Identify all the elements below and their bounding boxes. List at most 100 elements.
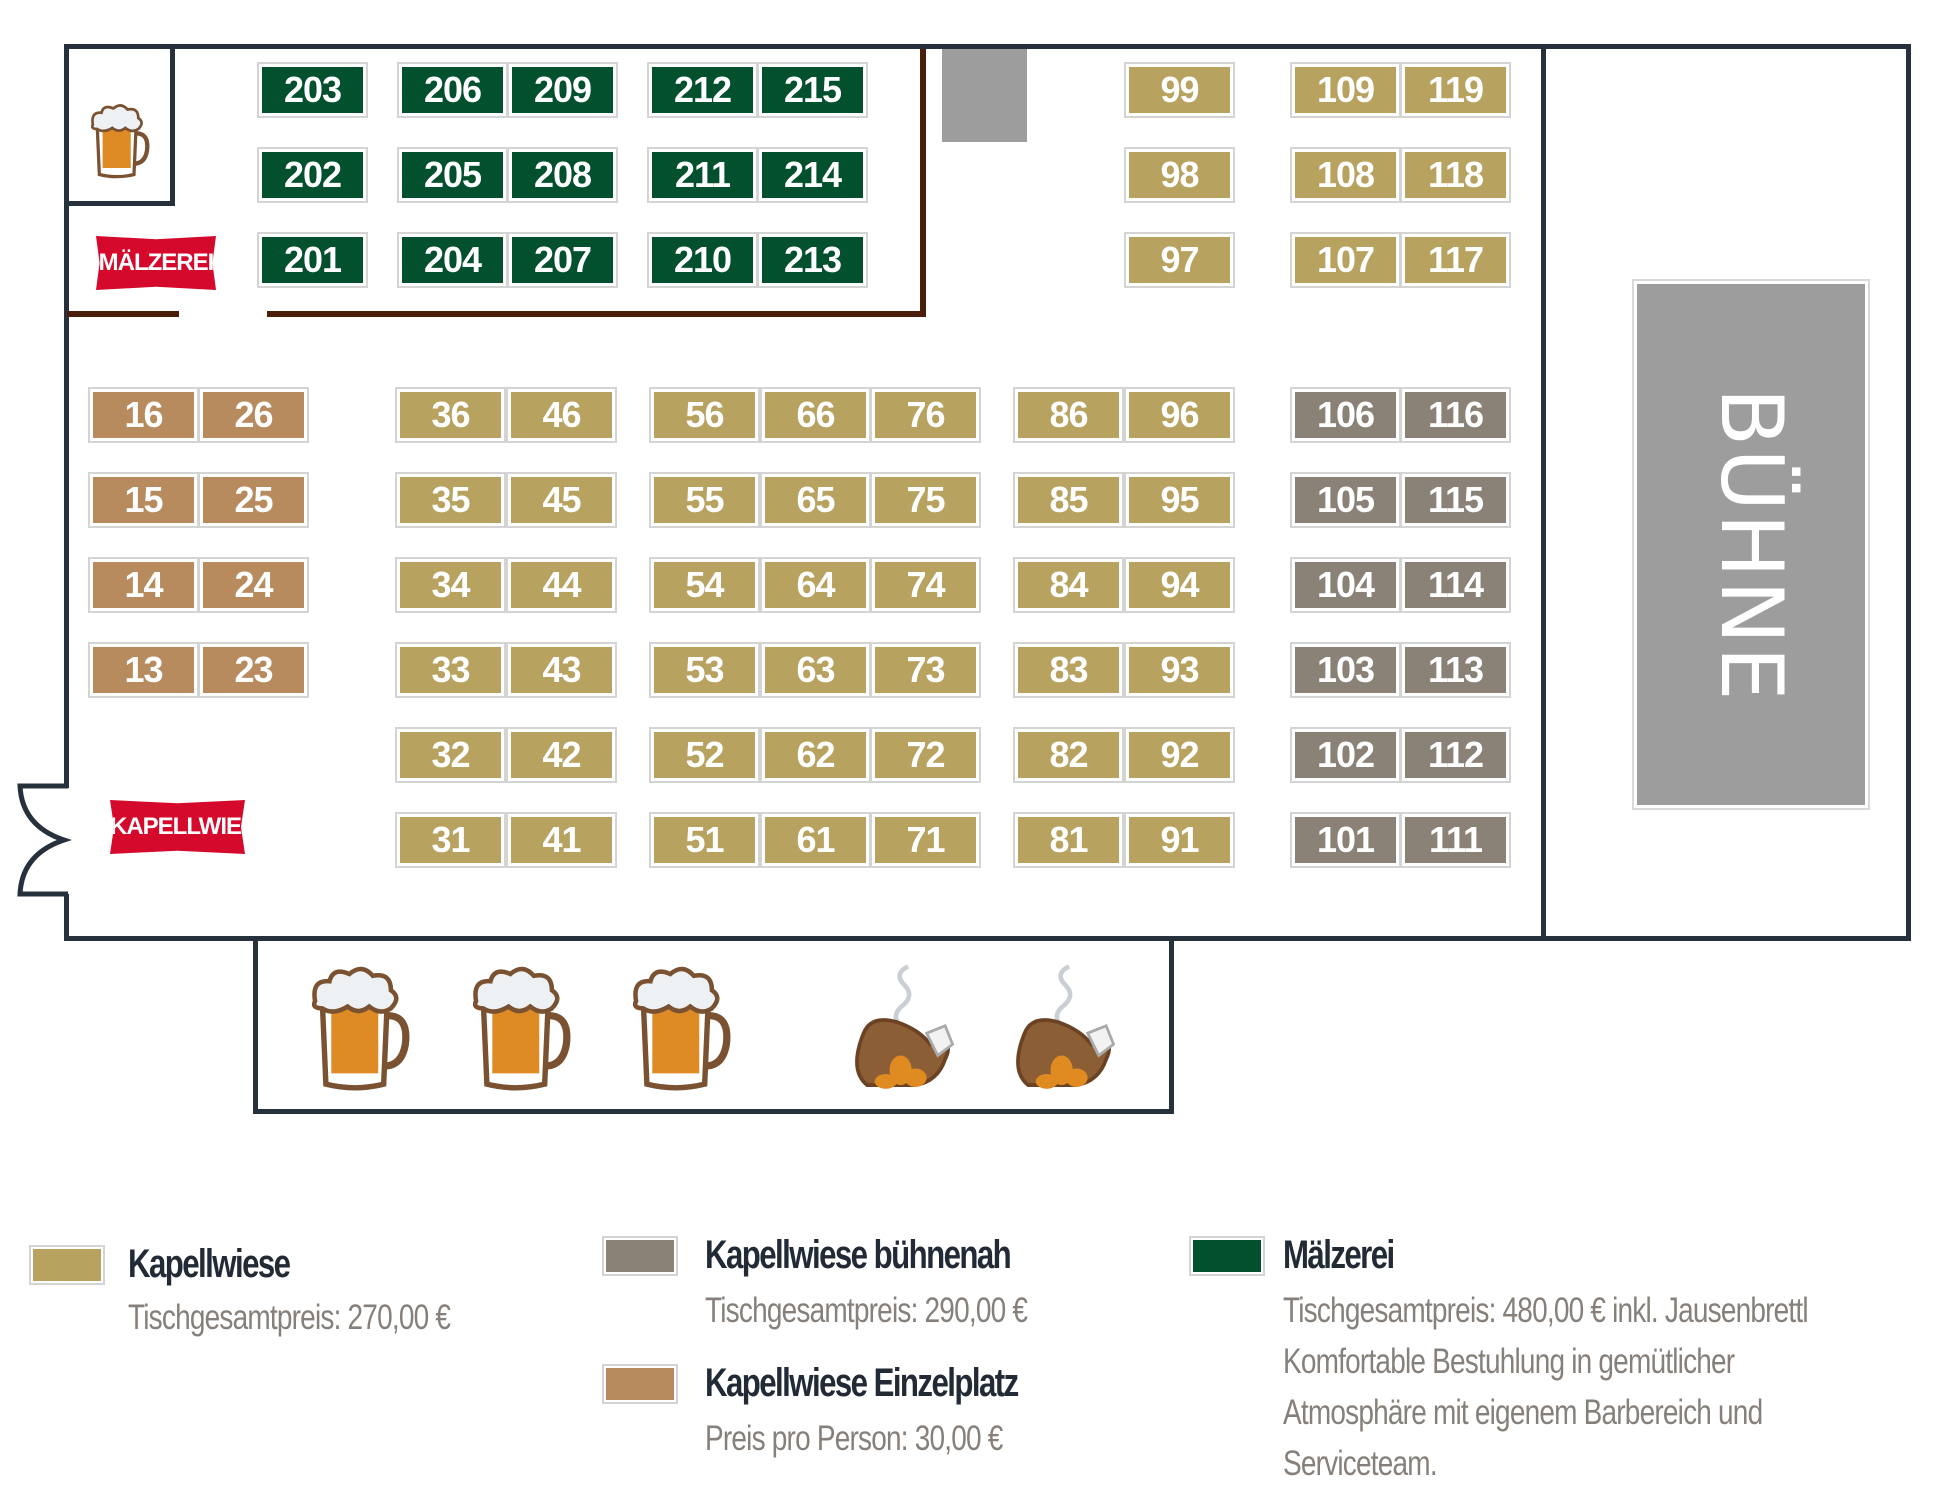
table-96[interactable]: 96 [1124,387,1235,443]
table-99[interactable]: 99 [1124,62,1235,118]
table-113[interactable]: 113 [1400,642,1511,698]
table-14[interactable]: 14 [88,557,199,613]
table-54[interactable]: 54 [649,557,760,613]
table-26[interactable]: 26 [198,387,309,443]
table-118[interactable]: 118 [1400,147,1511,203]
table-94[interactable]: 94 [1124,557,1235,613]
table-95[interactable]: 95 [1124,472,1235,528]
table-204[interactable]: 204 [397,232,508,288]
table-15[interactable]: 15 [88,472,199,528]
table-213[interactable]: 213 [757,232,868,288]
table-13[interactable]: 13 [88,642,199,698]
table-35[interactable]: 35 [395,472,506,528]
table-72[interactable]: 72 [870,727,981,783]
table-215[interactable]: 215 [757,62,868,118]
table-45[interactable]: 45 [506,472,617,528]
table-73[interactable]: 73 [870,642,981,698]
table-116[interactable]: 116 [1400,387,1511,443]
table-51[interactable]: 51 [649,812,760,868]
legend-text-maelzerei-desc-1: Komfortable Bestuhlung in gemütlicher [1283,1342,1735,1381]
table-32[interactable]: 32 [395,727,506,783]
table-92[interactable]: 92 [1124,727,1235,783]
table-109[interactable]: 109 [1290,62,1401,118]
table-55[interactable]: 55 [649,472,760,528]
table-102[interactable]: 102 [1290,727,1401,783]
table-206[interactable]: 206 [397,62,508,118]
table-202[interactable]: 202 [257,147,368,203]
table-31[interactable]: 31 [395,812,506,868]
table-203[interactable]: 203 [257,62,368,118]
table-71[interactable]: 71 [870,812,981,868]
table-201[interactable]: 201 [257,232,368,288]
table-56[interactable]: 56 [649,387,760,443]
beer-mug-icon [468,965,578,1100]
table-212[interactable]: 212 [647,62,758,118]
table-65[interactable]: 65 [760,472,871,528]
table-108[interactable]: 108 [1290,147,1401,203]
legend-title-maelzerei: Mälzerei [1283,1233,1395,1277]
table-211[interactable]: 211 [647,147,758,203]
table-43[interactable]: 43 [506,642,617,698]
table-101[interactable]: 101 [1290,812,1401,868]
table-34[interactable]: 34 [395,557,506,613]
table-42[interactable]: 42 [506,727,617,783]
table-66[interactable]: 66 [760,387,871,443]
table-44[interactable]: 44 [506,557,617,613]
beer-mug-icon [307,965,417,1100]
table-112[interactable]: 112 [1400,727,1511,783]
table-46[interactable]: 46 [506,387,617,443]
table-209[interactable]: 209 [507,62,618,118]
table-97[interactable]: 97 [1124,232,1235,288]
table-82[interactable]: 82 [1013,727,1124,783]
table-24[interactable]: 24 [198,557,309,613]
table-205[interactable]: 205 [397,147,508,203]
table-84[interactable]: 84 [1013,557,1124,613]
table-104[interactable]: 104 [1290,557,1401,613]
legend-swatch-kapellwiese [29,1245,105,1285]
table-76[interactable]: 76 [870,387,981,443]
table-85[interactable]: 85 [1013,472,1124,528]
table-98[interactable]: 98 [1124,147,1235,203]
table-86[interactable]: 86 [1013,387,1124,443]
stage-divider-wall [1541,44,1546,941]
table-208[interactable]: 208 [507,147,618,203]
table-119[interactable]: 119 [1400,62,1511,118]
table-114[interactable]: 114 [1400,557,1511,613]
table-81[interactable]: 81 [1013,812,1124,868]
table-61[interactable]: 61 [760,812,871,868]
table-115[interactable]: 115 [1400,472,1511,528]
table-106[interactable]: 106 [1290,387,1401,443]
table-64[interactable]: 64 [760,557,871,613]
table-23[interactable]: 23 [198,642,309,698]
kapellwiese-sign: KAPELLWIESE [110,800,245,854]
table-63[interactable]: 63 [760,642,871,698]
table-62[interactable]: 62 [760,727,871,783]
stage-label: BÜHNE [1701,386,1801,703]
table-93[interactable]: 93 [1124,642,1235,698]
table-83[interactable]: 83 [1013,642,1124,698]
legend-title-einzelplatz: Kapellwiese Einzelplatz [705,1361,1019,1405]
table-33[interactable]: 33 [395,642,506,698]
table-16[interactable]: 16 [88,387,199,443]
table-53[interactable]: 53 [649,642,760,698]
legend-text-maelzerei-desc-3: Serviceteam. [1283,1444,1438,1483]
table-52[interactable]: 52 [649,727,760,783]
table-111[interactable]: 111 [1400,812,1511,868]
table-105[interactable]: 105 [1290,472,1401,528]
legend-swatch-maelzerei [1189,1236,1265,1276]
table-41[interactable]: 41 [506,812,617,868]
table-210[interactable]: 210 [647,232,758,288]
table-107[interactable]: 107 [1290,232,1401,288]
table-207[interactable]: 207 [507,232,618,288]
table-75[interactable]: 75 [870,472,981,528]
table-117[interactable]: 117 [1400,232,1511,288]
table-214[interactable]: 214 [757,147,868,203]
table-74[interactable]: 74 [870,557,981,613]
bar-box-wall-bottom [64,201,175,206]
legend-title-buehnenah: Kapellwiese bühnenah [705,1233,1012,1277]
table-91[interactable]: 91 [1124,812,1235,868]
table-103[interactable]: 103 [1290,642,1401,698]
table-36[interactable]: 36 [395,387,506,443]
table-25[interactable]: 25 [198,472,309,528]
hall-outline [64,44,1911,941]
